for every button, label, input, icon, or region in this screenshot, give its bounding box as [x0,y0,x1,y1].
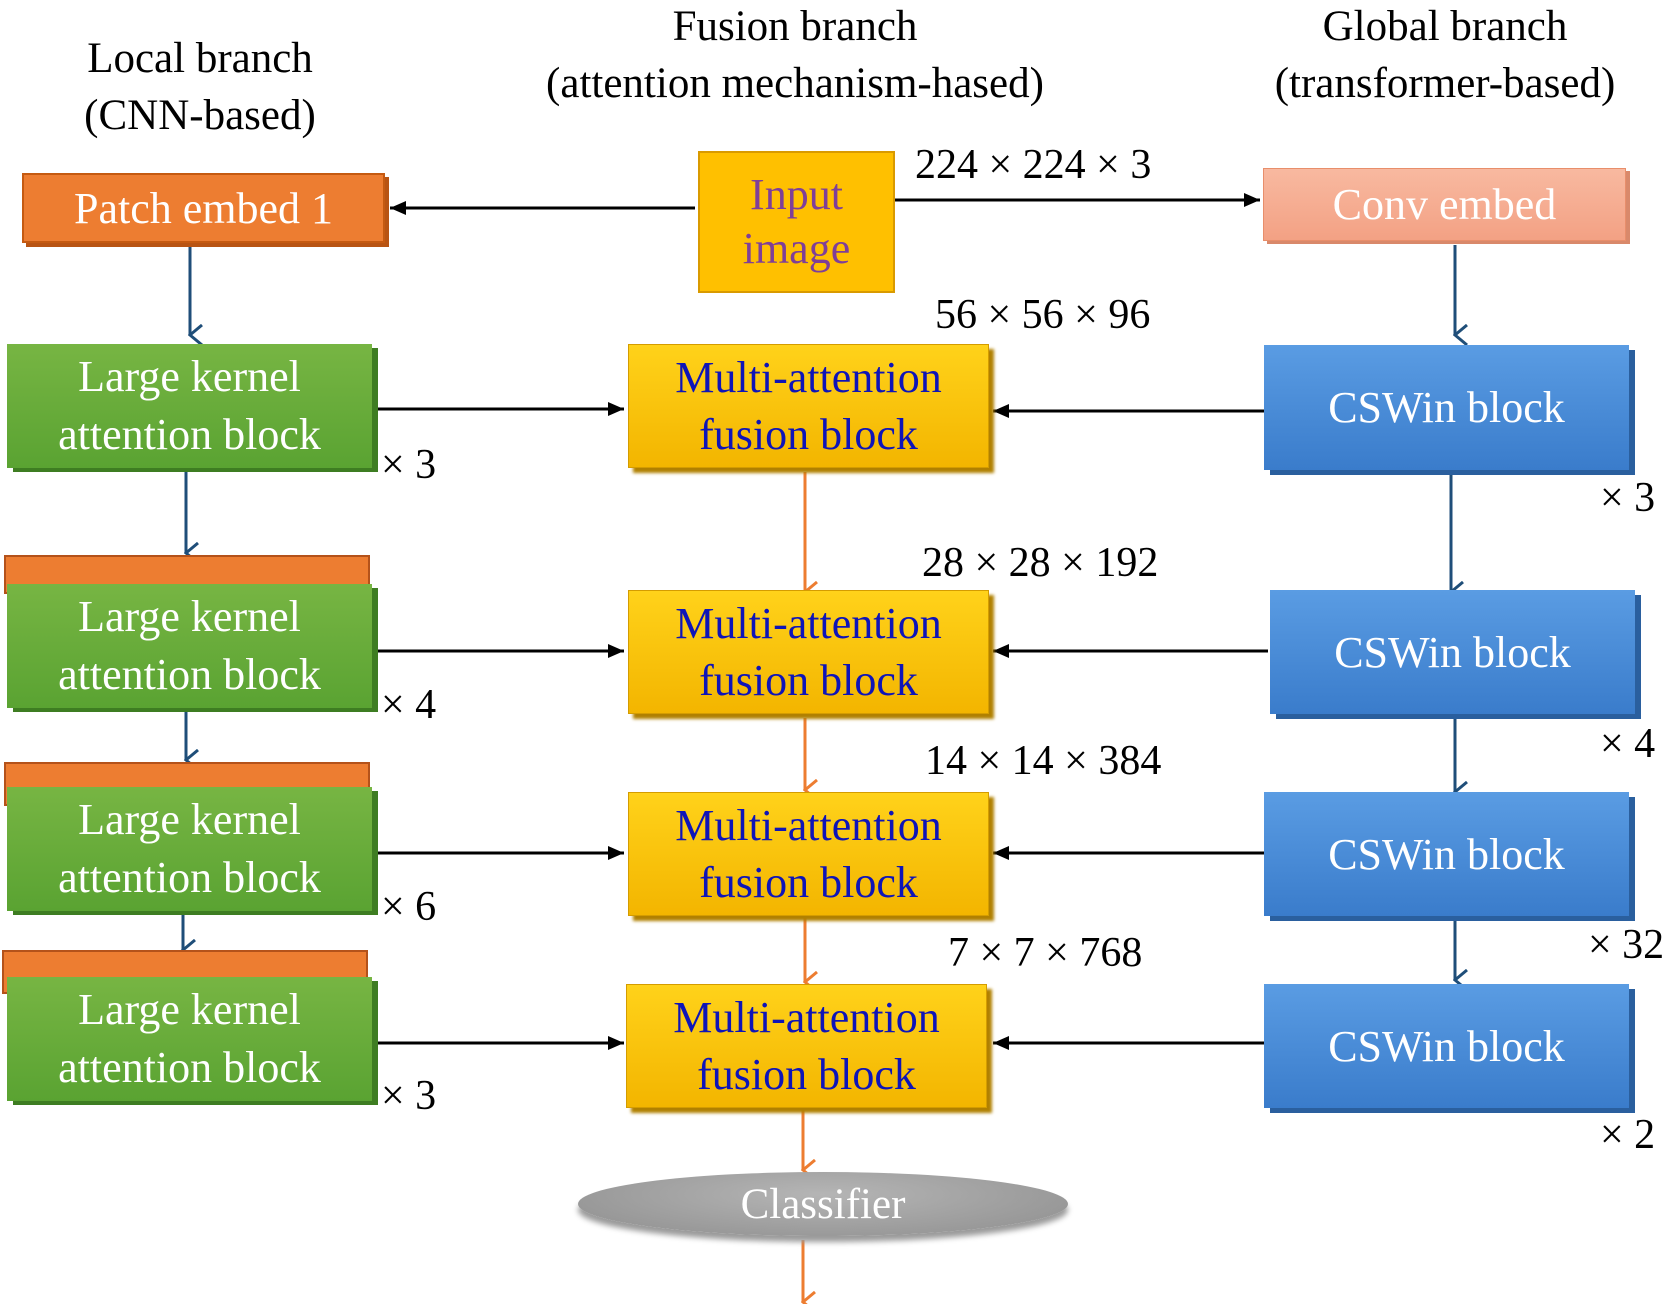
dimension-label-stage-2: 28 × 28 × 192 [922,540,1159,586]
cswin-block-2: CSWin block [1270,590,1635,714]
global-branch-subtitle: (transformer-based) [1274,60,1616,107]
dimension-label-input: 224 × 224 × 3 [915,142,1152,188]
dimension-label-stage-1: 56 × 56 × 96 [935,292,1151,338]
cswin-label: CSWin block [1328,383,1565,432]
lka-line2: attention block [58,1043,321,1092]
lka-line2: attention block [58,650,321,699]
maf-line2: fusion block [699,858,918,907]
lka-line1: Large kernel [78,592,301,641]
conv-embed-label: Conv embed [1332,180,1557,229]
global-repeat-label-4: × 2 [1600,1112,1656,1158]
conv-embed-block: Conv embed [1263,168,1626,241]
global-branch-title: Global branch [1322,3,1568,50]
lka-line2: attention block [58,410,321,459]
large-kernel-attention-block-2: Large kernel attention block [7,584,372,708]
lka-line1: Large kernel [78,352,301,401]
large-kernel-attention-block-3: Large kernel attention block [7,787,372,911]
patch-embed-1-block: Patch embed 1 [22,173,385,243]
cswin-block-3: CSWin block [1264,792,1629,916]
classifier-node: Classifier [578,1172,1068,1236]
maf-line1: Multi-attention [675,353,942,402]
global-repeat-label-1: × 3 [1600,475,1656,521]
classifier-label: Classifier [740,1180,906,1228]
global-repeat-label-2: × 4 [1600,721,1656,767]
fusion-branch-header: Fusion branch (attention mechanism-hased… [490,0,1100,112]
local-repeat-label-1: × 3 [381,442,437,488]
local-repeat-label-4: × 3 [381,1073,437,1119]
dimension-label-stage-4: 7 × 7 × 768 [948,930,1143,976]
input-image-line2: image [742,224,851,273]
fusion-branch-subtitle: (attention mechanism-hased) [546,60,1044,107]
maf-line2: fusion block [699,656,918,705]
multi-attention-fusion-block-1: Multi-attention fusion block [628,344,989,468]
multi-attention-fusion-block-3: Multi-attention fusion block [628,792,989,916]
global-branch-header: Global branch (transformer-based) [1230,0,1660,112]
local-repeat-label-2: × 4 [381,682,437,728]
multi-attention-fusion-block-4: Multi-attention fusion block [626,984,987,1108]
local-repeat-label-3: × 6 [381,884,437,930]
cswin-block-1: CSWin block [1264,345,1629,470]
large-kernel-attention-block-4: Large kernel attention block [7,977,372,1101]
multi-attention-fusion-block-2: Multi-attention fusion block [628,590,989,714]
lka-line2: attention block [58,853,321,902]
local-branch-header: Local branch (CNN-based) [40,30,360,144]
large-kernel-attention-block-1: Large kernel attention block [7,344,372,468]
input-image-block: Input image [698,151,895,293]
cswin-label: CSWin block [1328,829,1565,879]
cswin-label: CSWin block [1334,627,1571,677]
dimension-label-stage-3: 14 × 14 × 384 [925,738,1162,784]
input-image-line1: Input [750,170,843,219]
lka-line1: Large kernel [78,985,301,1034]
local-branch-subtitle: (CNN-based) [84,92,316,139]
lka-line1: Large kernel [78,795,301,844]
local-branch-title: Local branch [87,35,313,82]
cswin-block-4: CSWin block [1264,984,1629,1108]
global-repeat-label-3: × 32 [1588,922,1665,968]
maf-line1: Multi-attention [675,599,942,648]
patch-embed-label: Patch embed 1 [73,183,334,233]
maf-line1: Multi-attention [675,801,942,850]
maf-line1: Multi-attention [673,993,940,1042]
cswin-label: CSWin block [1328,1021,1565,1071]
maf-line2: fusion block [699,410,918,459]
maf-line2: fusion block [697,1050,916,1099]
fusion-branch-title: Fusion branch [672,3,918,50]
